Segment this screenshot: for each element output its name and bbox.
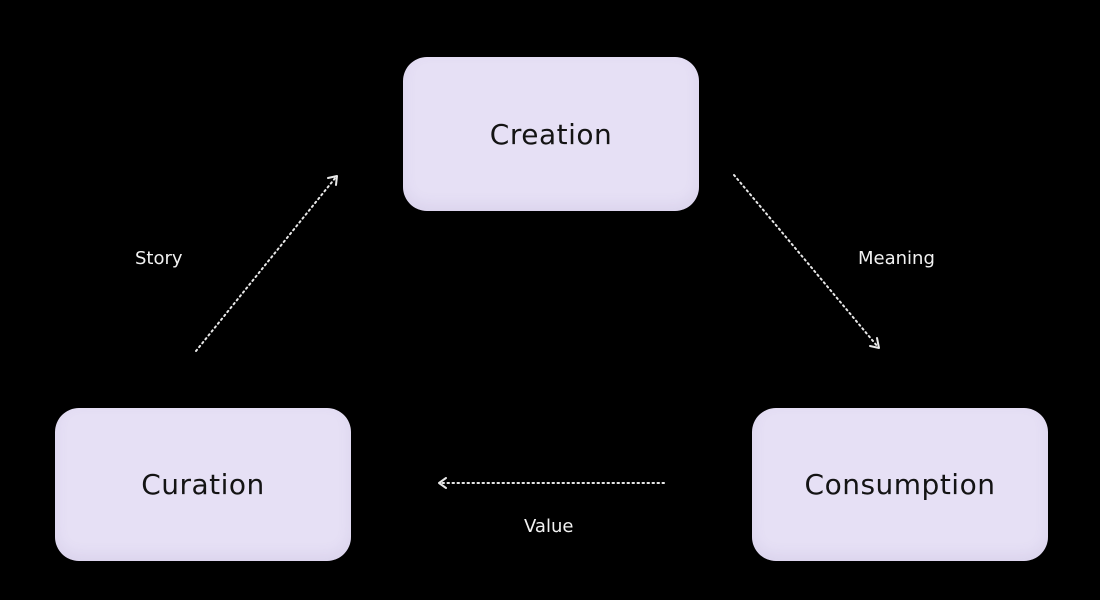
node-consumption: Consumption [752, 408, 1048, 561]
node-creation: Creation [403, 57, 699, 211]
arrow-value [438, 477, 665, 489]
edge-label-story: Story [135, 248, 183, 269]
arrow-meaning [733, 174, 880, 349]
node-creation-label: Creation [489, 117, 613, 151]
arrow-story [195, 175, 338, 352]
node-consumption-label: Consumption [804, 468, 996, 501]
edge-label-value: Value [524, 516, 574, 537]
node-curation-label: Curation [141, 468, 265, 501]
node-curation: Curation [55, 408, 351, 561]
edge-label-meaning: Meaning [858, 248, 935, 269]
